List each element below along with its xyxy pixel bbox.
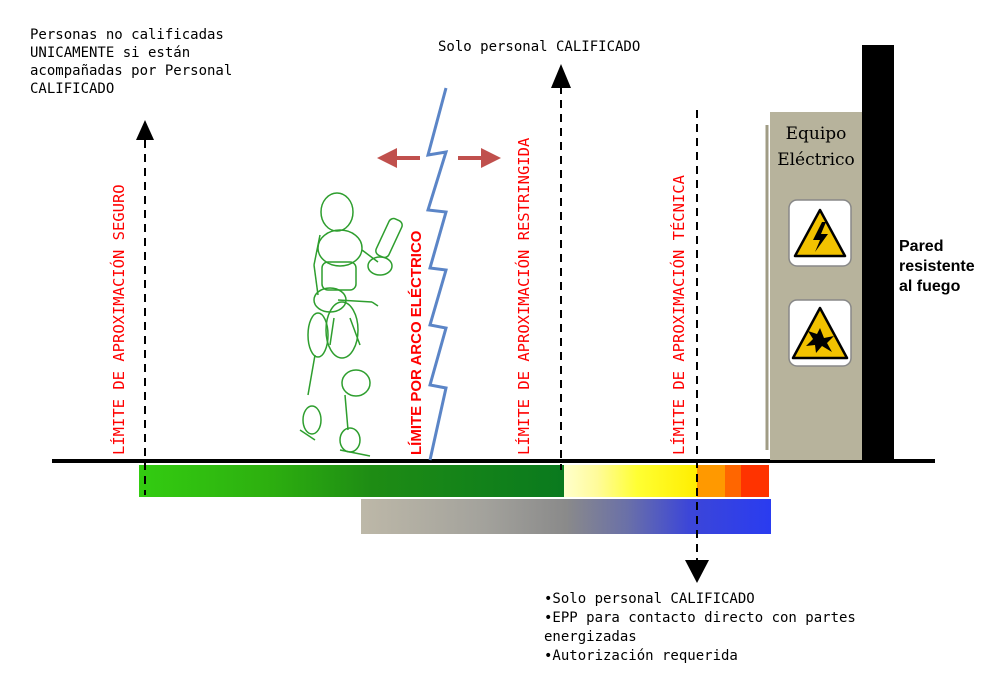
wall-label-line2: resistente xyxy=(899,258,975,275)
label-limite-arco: LÍMITE POR ARCO ELÉCTRICO xyxy=(408,230,425,455)
wall-label: Pared resistente al fuego xyxy=(899,237,975,297)
label-limite-restringida: LÍMITE DE APROXIMACIÓN RESTRINGIDA xyxy=(514,137,533,455)
label-limite-tecnica: LÍMITE DE APROXIMACIÓN TÉCNICA xyxy=(669,174,688,455)
bottom-note-line1: •Solo personal CALIFICADO xyxy=(544,591,755,607)
bottom-note-line2: •EPP para contacto directo con partes xyxy=(544,610,856,626)
bottom-note-line4: •Autorización requerida xyxy=(544,648,738,664)
top-left-note: Personas no calificadas UNICAMENTE si es… xyxy=(30,26,232,98)
yellow-zone-bar xyxy=(564,465,697,497)
top-left-note-line4: CALIFICADO xyxy=(30,81,115,97)
top-left-note-line1: Personas no calificadas xyxy=(30,27,224,43)
wall-label-line1: Pared xyxy=(899,238,944,255)
equipment-panel xyxy=(770,112,862,460)
orange-zone-bar xyxy=(697,465,725,497)
explosion-warning-icon xyxy=(788,299,852,367)
restringida-boundary-line xyxy=(551,64,571,470)
red-zone-bar xyxy=(741,465,769,497)
worker-figure-icon xyxy=(299,192,403,457)
fire-resistant-wall xyxy=(862,45,894,463)
top-left-note-line3: acompañadas por Personal xyxy=(30,63,233,79)
bottom-notes: •Solo personal CALIFICADO •EPP para cont… xyxy=(544,590,856,666)
equipment-label-line1: Equipo xyxy=(786,124,847,144)
equipment-label-line2: Eléctrico xyxy=(777,150,855,170)
top-center-note: Solo personal CALIFICADO xyxy=(438,39,641,55)
label-limite-seguro: LÍMITE DE APROXIMACIÓN SEGURO xyxy=(109,184,128,455)
green-zone-bar xyxy=(139,465,564,497)
tecnica-boundary-line xyxy=(685,110,709,583)
wall-label-line3: al fuego xyxy=(899,278,961,295)
bottom-note-line3: energizadas xyxy=(544,629,637,645)
arc-flash-zigzag-line xyxy=(425,87,449,461)
high-voltage-warning-icon xyxy=(788,199,852,267)
gray-blue-zone-bar xyxy=(361,499,771,534)
top-left-note-line2: UNICAMENTE si están xyxy=(30,45,191,61)
seguro-boundary-line xyxy=(136,120,154,495)
orange-red-zone-bar xyxy=(725,465,741,497)
